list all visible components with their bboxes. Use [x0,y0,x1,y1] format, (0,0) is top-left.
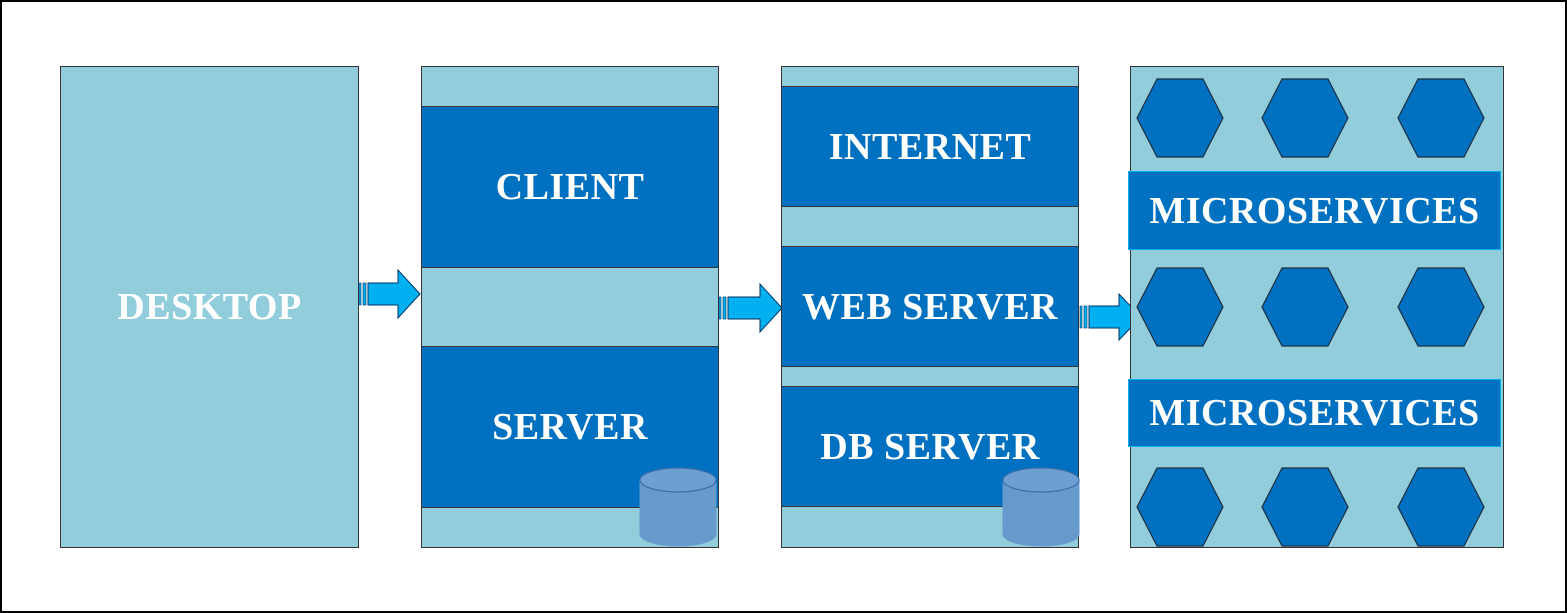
web-server-block: WEB SERVER [781,246,1079,367]
server-label: SERVER [492,406,648,448]
database-icon [638,466,718,548]
desktop-panel: DESKTOP [60,66,359,548]
right-arrow-icon [718,282,784,334]
hexagon-icon [1396,467,1486,547]
client-label: CLIENT [495,166,645,208]
desktop-label: DESKTOP [117,286,302,328]
hexagon-icon [1135,467,1225,547]
microservices-banner-top: MICROSERVICES [1128,171,1501,250]
db-server-label: DB SERVER [820,425,1040,468]
database-icon [1001,466,1081,548]
hexagon-icon [1396,78,1486,158]
microservices-top-label: MICROSERVICES [1149,189,1480,232]
hexagon-icon [1135,267,1225,347]
internet-label: INTERNET [828,125,1032,168]
microservices-bottom-label: MICROSERVICES [1149,392,1480,434]
internet-block: INTERNET [781,86,1079,207]
web-server-label: WEB SERVER [801,285,1058,328]
hexagon-icon [1396,267,1486,347]
microservices-banner-bottom: MICROSERVICES [1128,379,1501,447]
client-block: CLIENT [421,106,719,268]
hexagon-icon [1260,267,1350,347]
hexagon-icon [1260,467,1350,547]
right-arrow-icon [358,268,422,320]
hexagon-icon [1260,78,1350,158]
hexagon-icon [1135,78,1225,158]
